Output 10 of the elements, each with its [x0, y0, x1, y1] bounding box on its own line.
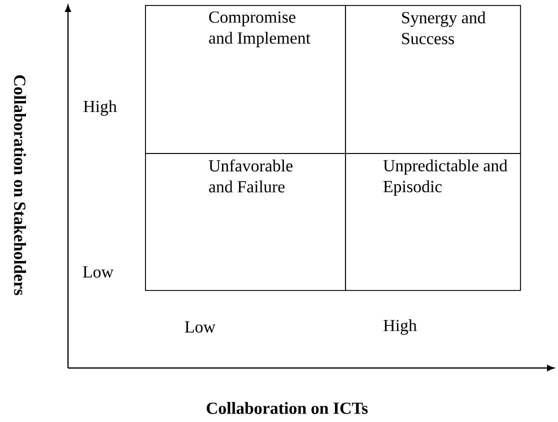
quadrant-box: Unfavorable and Failure — [145, 153, 346, 291]
axis-title: Collaboration on ICTs — [206, 402, 368, 414]
axis-level-label: High — [384, 319, 417, 335]
quadrant-box: Synergy and Success — [345, 5, 521, 154]
quadrant-box: Unpredictable and Episodic — [345, 153, 521, 291]
axis-level-label: Low — [184, 321, 216, 333]
axis-level-label: Low — [82, 266, 114, 278]
quadrant-box: Compromise and Implement — [145, 5, 346, 154]
axis-title: Collaboration on Stakeholders — [14, 75, 26, 296]
axis-level-label: High — [84, 100, 117, 116]
